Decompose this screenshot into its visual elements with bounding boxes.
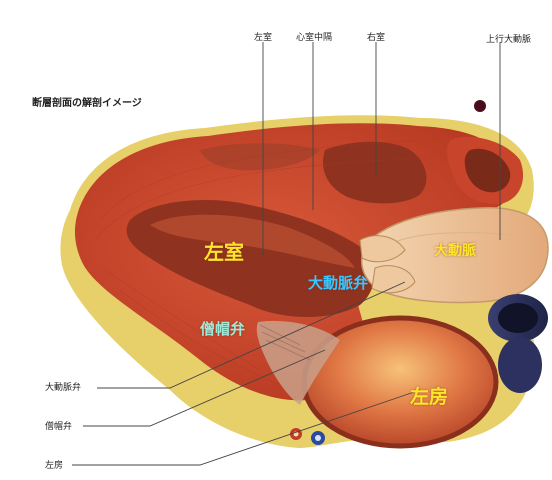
label-left-atrium-left: 左房: [45, 458, 63, 471]
label-ascending-aorta: 上行大動脈: [486, 32, 531, 45]
label-septum: 心室中隔: [296, 30, 332, 43]
label-right-ventricle: 右室: [367, 30, 385, 43]
vessel-blue: [498, 337, 542, 393]
overlay-left-atrium: 左房: [410, 382, 448, 409]
label-left-ventricle-top: 左室: [254, 30, 272, 43]
marker-dot: [474, 100, 486, 112]
diagram-title: 断層剖面の解剖イメージ: [32, 94, 142, 109]
overlay-left-ventricle: 左室: [204, 236, 244, 265]
overlay-aortic-valve: 大動脈弁: [308, 272, 368, 293]
label-aortic-valve-left: 大動脈弁: [45, 380, 81, 393]
overlay-mitral-valve: 僧帽弁: [200, 318, 245, 339]
overlay-aorta: 大動脈: [434, 240, 476, 260]
label-mitral-valve-left: 僧帽弁: [45, 419, 72, 432]
